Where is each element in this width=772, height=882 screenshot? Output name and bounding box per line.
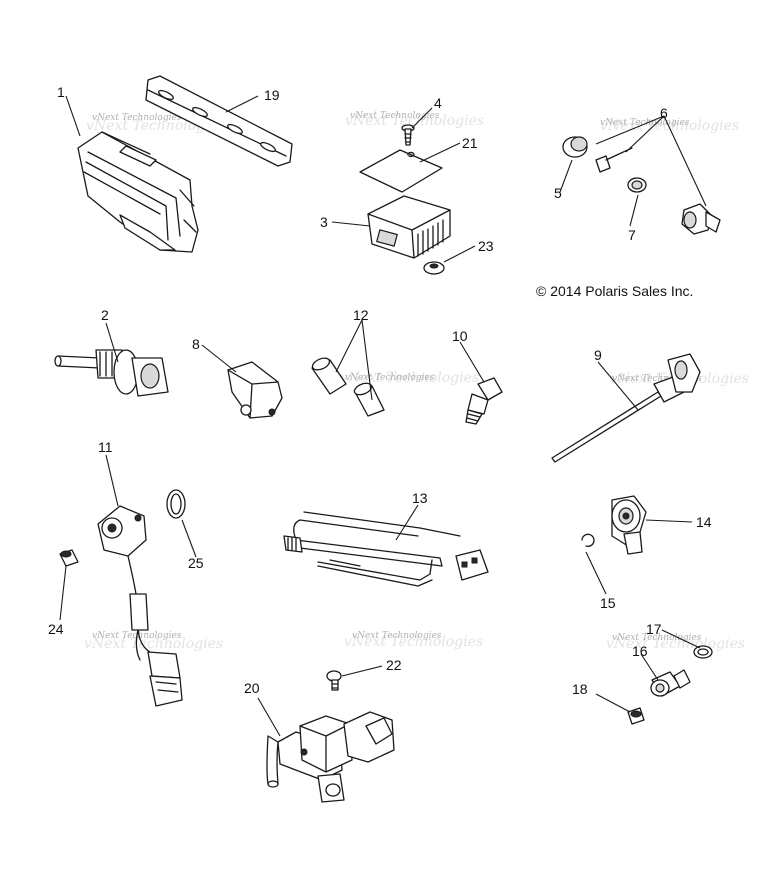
- callout-7: 7: [628, 227, 636, 243]
- callout-6: 6: [660, 105, 668, 121]
- part-valve-assembly: [266, 711, 395, 803]
- watermark-ghost: vNext Technologies: [600, 118, 739, 134]
- part-regulator: [367, 195, 451, 259]
- part-gasket: [359, 149, 443, 193]
- part-bulbs: [311, 357, 385, 417]
- callout-8: 8: [192, 336, 200, 352]
- part-grommet-23: [423, 261, 445, 275]
- part-bolt-18: [627, 707, 645, 725]
- callout-2: 2: [101, 307, 109, 323]
- callout-5: 5: [554, 185, 562, 201]
- part-knock-sensor: [611, 495, 647, 555]
- watermark-ghost: vNext Technologies: [345, 113, 484, 129]
- watermark-ghost: vNext Technologies: [344, 634, 483, 650]
- watermark: vNext Technologies: [612, 633, 702, 643]
- callout-17: 17: [646, 621, 662, 637]
- callout-20: 20: [244, 680, 260, 696]
- part-wire-harness-13: [283, 511, 489, 587]
- leader-lines: [59, 95, 707, 737]
- callout-15: 15: [600, 595, 616, 611]
- part-temp-sensor: [465, 377, 503, 425]
- callout-numbers: 1 19 4 21 3 23 6 5 7 © 2014 Polaris Sale…: [48, 84, 712, 697]
- callout-18: 18: [572, 681, 588, 697]
- watermark: vNext Technologies: [612, 374, 702, 384]
- part-bolt-24: [59, 549, 79, 567]
- callout-24: 24: [48, 621, 64, 637]
- callout-23: 23: [478, 238, 494, 254]
- callout-12: 12: [353, 307, 369, 323]
- part-probe-sensor: [551, 353, 701, 463]
- callout-10: 10: [452, 328, 468, 344]
- watermarks: vNext Technologies vNext Technologies vN…: [84, 111, 749, 652]
- callout-19: 19: [264, 87, 280, 103]
- callout-14: 14: [696, 514, 712, 530]
- part-map-sensor: [227, 361, 283, 419]
- part-bracket: [145, 75, 293, 167]
- part-o-ring-25: [166, 489, 186, 519]
- watermark: vNext Technologies: [345, 373, 435, 383]
- callout-16: 16: [632, 643, 648, 659]
- watermark: vNext Technologies: [350, 111, 440, 121]
- callout-25: 25: [188, 555, 204, 571]
- part-washer-7: [627, 177, 647, 193]
- part-clip-15: [581, 533, 595, 547]
- part-fitting-16: [650, 669, 691, 697]
- callout-22: 22: [386, 657, 402, 673]
- callout-13: 13: [412, 490, 428, 506]
- part-ecu-module: [77, 131, 199, 253]
- watermark: vNext Technologies: [352, 631, 442, 641]
- part-tps-harness: [97, 505, 183, 707]
- part-cap-5: [562, 136, 588, 158]
- part-screw-22: [326, 670, 342, 691]
- callout-1: 1: [57, 84, 65, 100]
- part-screw-4: [401, 124, 415, 146]
- watermark-ghost: vNext Technologies: [340, 370, 479, 386]
- callout-3: 3: [320, 214, 328, 230]
- copyright-notice: © 2014 Polaris Sales Inc.: [536, 283, 693, 299]
- callout-21: 21: [462, 135, 478, 151]
- part-plug-connector: [681, 203, 721, 235]
- part-sensor-2: [54, 349, 169, 397]
- callout-4: 4: [434, 95, 442, 111]
- part-o-ring-17: [693, 645, 713, 659]
- watermark: vNext Technologies: [92, 113, 182, 123]
- watermark-ghost: vNext Technologies: [84, 636, 223, 652]
- callout-11: 11: [98, 439, 113, 455]
- callout-9: 9: [594, 347, 602, 363]
- watermark: vNext Technologies: [600, 118, 690, 128]
